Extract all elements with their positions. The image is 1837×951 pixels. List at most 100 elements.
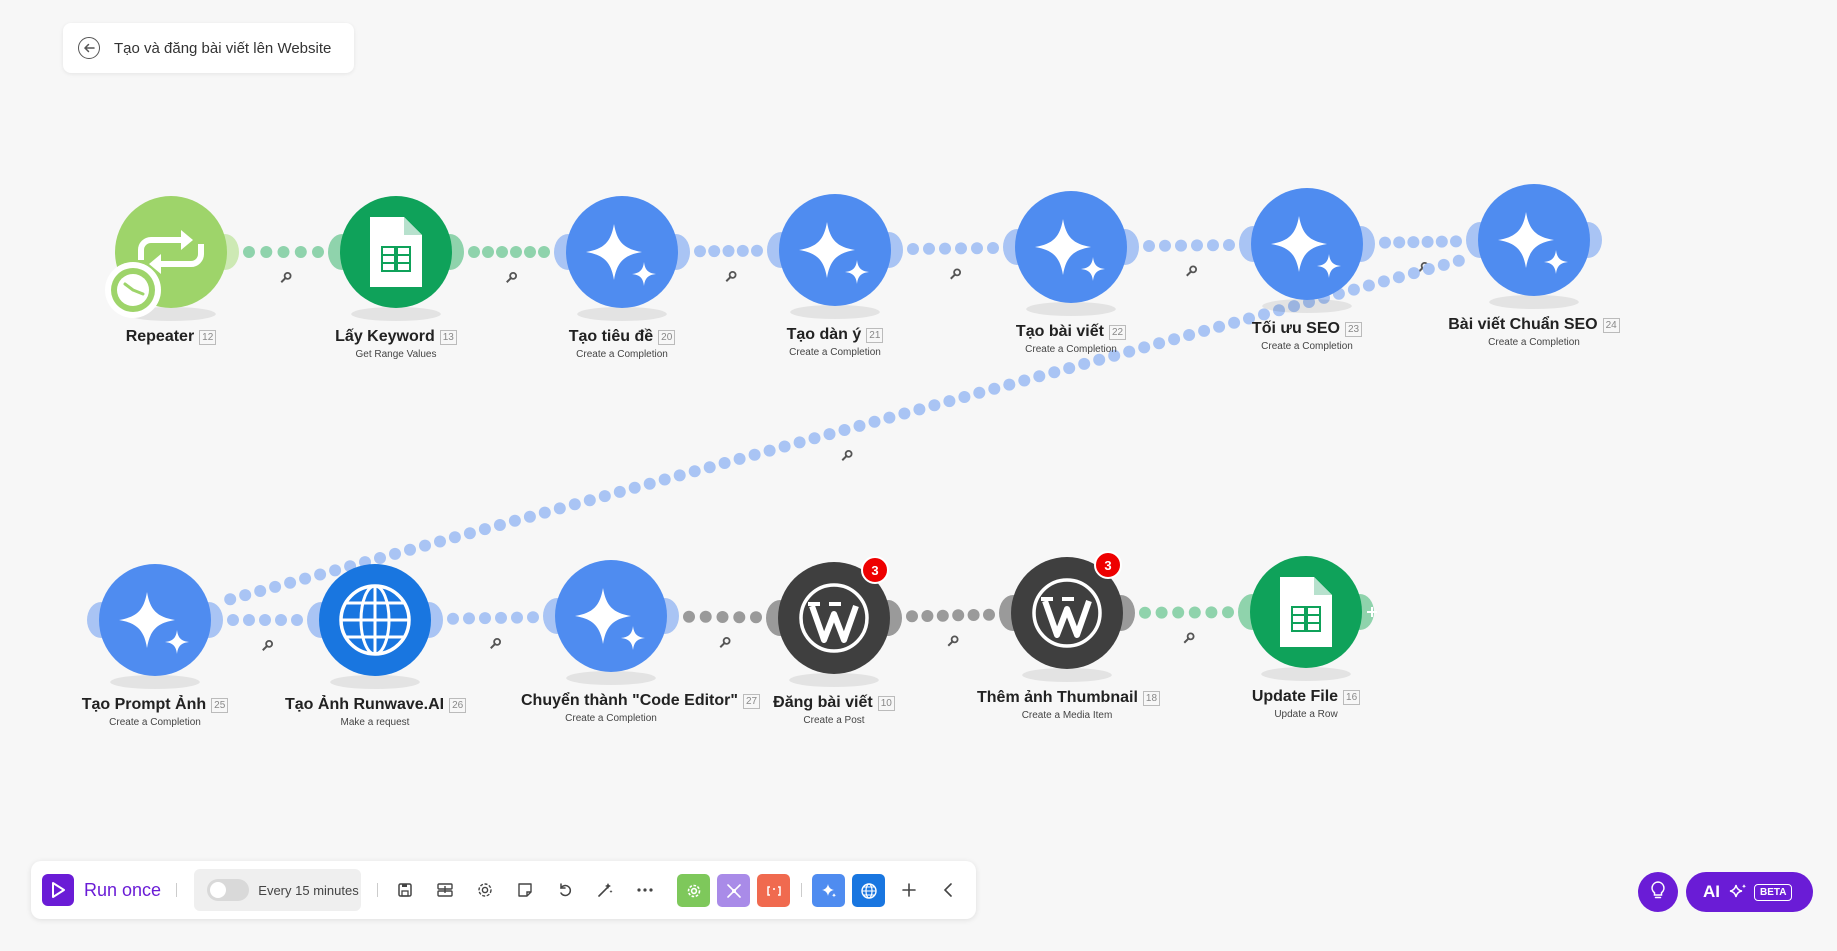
settings-icon[interactable] xyxy=(471,876,499,904)
module-id: 24 xyxy=(1602,317,1620,333)
module-toi-uu-seo[interactable] xyxy=(1239,188,1375,313)
wrench-icon[interactable] xyxy=(724,270,737,284)
ai-assistant-icon[interactable] xyxy=(812,874,845,907)
module-update-file[interactable] xyxy=(1238,556,1377,681)
module-title: Tạo Prompt Ảnh xyxy=(81,696,207,713)
wrench-icon[interactable] xyxy=(946,635,959,648)
connection[interactable] xyxy=(468,246,550,258)
wrench-icon[interactable] xyxy=(1185,265,1198,278)
wrench-icon[interactable] xyxy=(718,636,731,650)
scenario-title[interactable]: Tạo và đăng bài viết lên Website xyxy=(114,39,332,57)
module-repeater[interactable] xyxy=(105,196,239,321)
module-bai-viet-chuan-seo[interactable] xyxy=(1466,184,1602,309)
connection-dot xyxy=(1379,236,1391,249)
module-shadow xyxy=(577,307,667,321)
module-lay-keyword[interactable] xyxy=(328,196,464,321)
collapse-icon[interactable] xyxy=(934,876,962,904)
connection-dot xyxy=(510,246,522,258)
connection[interactable] xyxy=(907,242,999,255)
connection[interactable] xyxy=(243,246,324,258)
module-action: Create a Completion xyxy=(1488,337,1580,348)
module-id: 20 xyxy=(658,329,676,345)
error-count-badge[interactable]: 3 xyxy=(861,556,889,584)
module-tao-tieu-de[interactable] xyxy=(554,196,690,321)
module-action: Create a Completion xyxy=(576,349,668,360)
lightbulb-button[interactable] xyxy=(1638,872,1678,912)
run-once-button[interactable]: Run once xyxy=(42,873,161,907)
connection[interactable] xyxy=(1143,239,1235,252)
connection[interactable] xyxy=(1379,235,1462,249)
connection-dot xyxy=(750,611,762,624)
connection[interactable] xyxy=(447,611,539,625)
module-tao-anh-runwave[interactable] xyxy=(307,564,443,689)
schedule-control[interactable]: Every 15 minutes xyxy=(194,869,361,911)
module-them-anh-thumbnail[interactable] xyxy=(999,557,1135,682)
add-icon[interactable] xyxy=(895,876,923,904)
add-module-icon[interactable] xyxy=(1367,607,1377,617)
module-title: Thêm ảnh Thumbnail xyxy=(977,689,1138,706)
module-action: Create a Media Item xyxy=(1021,710,1113,721)
module-id: 21 xyxy=(866,327,884,343)
connection-dot xyxy=(907,243,919,255)
module-chuyen-thanh-code-editor[interactable] xyxy=(543,560,679,685)
notes-icon[interactable] xyxy=(511,876,539,904)
connection[interactable] xyxy=(683,610,762,624)
error-count-badge[interactable]: 3 xyxy=(1094,551,1122,579)
wrench-icon[interactable] xyxy=(949,268,962,281)
connection[interactable] xyxy=(694,244,763,258)
module-tao-prompt-anh[interactable] xyxy=(87,564,223,689)
connection-dot xyxy=(1018,374,1031,387)
module-id: 22 xyxy=(1108,324,1127,340)
module-shadow xyxy=(1026,302,1116,316)
connection[interactable] xyxy=(1139,606,1234,619)
wrench-icon[interactable] xyxy=(489,637,502,651)
connection-dot xyxy=(688,465,701,478)
text-parser-icon[interactable] xyxy=(757,874,790,907)
module-tao-bai-viet[interactable] xyxy=(1003,191,1139,316)
wrench-icon[interactable] xyxy=(279,271,292,285)
schedule-toggle[interactable] xyxy=(207,879,250,901)
save-icon[interactable] xyxy=(391,876,419,904)
wrench-icon[interactable] xyxy=(261,639,274,653)
module-dang-bai-viet[interactable] xyxy=(766,562,902,687)
connection[interactable] xyxy=(227,614,303,626)
module-id: 27 xyxy=(742,693,761,709)
wrench-icon[interactable] xyxy=(505,271,518,285)
undo-icon[interactable] xyxy=(551,876,579,904)
connection[interactable] xyxy=(906,608,995,623)
connection-dot xyxy=(694,245,706,258)
connection-dot xyxy=(708,245,721,258)
connection-dot xyxy=(448,531,461,544)
connection-dot xyxy=(703,461,716,474)
connection-dot xyxy=(716,611,729,623)
scenario-title-pill[interactable]: Tạo và đăng bài viết lên Website xyxy=(63,23,354,73)
wrench-icon[interactable] xyxy=(1182,632,1195,645)
magic-wand-icon[interactable] xyxy=(591,876,619,904)
connection[interactable] xyxy=(224,254,1465,606)
auto-align-icon[interactable] xyxy=(431,876,459,904)
connection-dot xyxy=(778,440,791,453)
ai-assistant-button[interactable]: AI BETA xyxy=(1686,872,1813,912)
back-arrow-icon[interactable] xyxy=(78,37,100,59)
connection-dot xyxy=(748,448,761,461)
tools-icon[interactable] xyxy=(677,874,710,907)
module-tao-dan-y[interactable] xyxy=(767,194,903,319)
wrench-icon[interactable] xyxy=(840,449,853,463)
http-icon[interactable] xyxy=(852,874,885,907)
flow-control-icon[interactable] xyxy=(717,874,750,907)
more-icon[interactable] xyxy=(631,876,659,904)
